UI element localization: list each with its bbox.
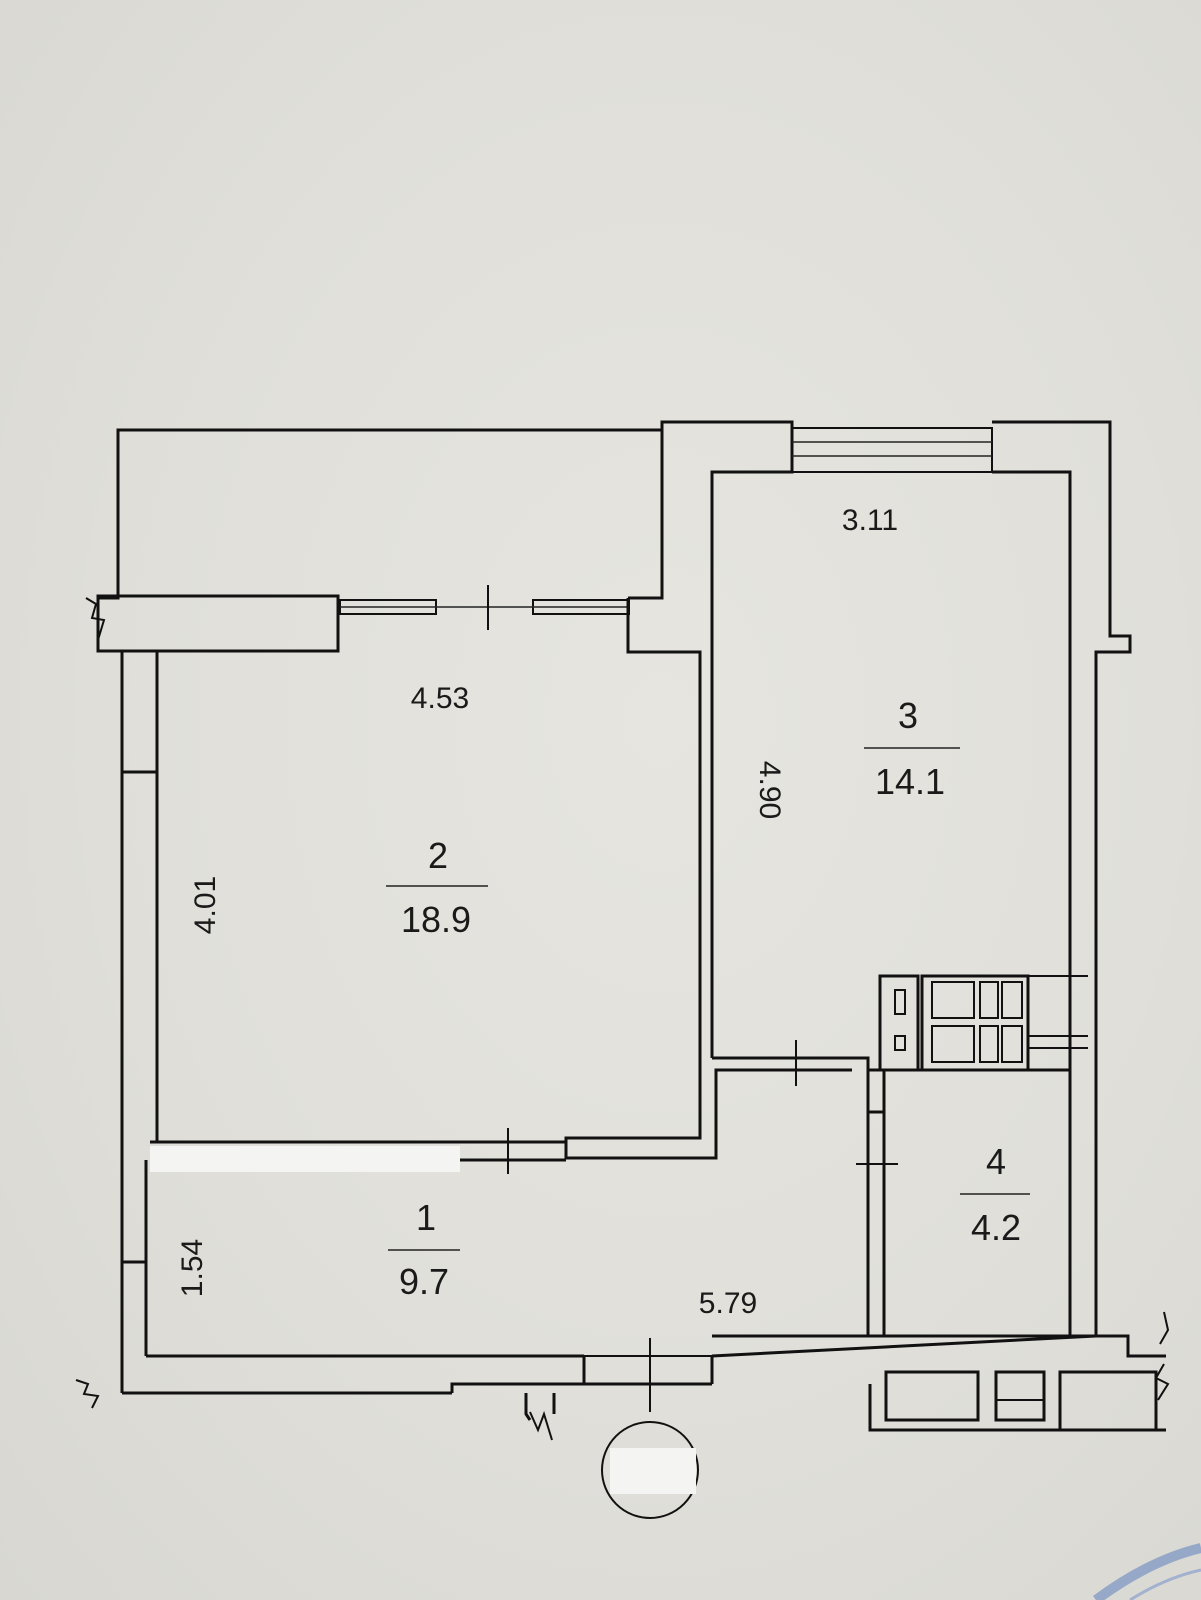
room-label-2: 2 18.9 (386, 835, 488, 940)
kitchen-depth-label: 4.90 (753, 761, 786, 819)
redaction-bar (610, 1448, 696, 1494)
balcony (98, 428, 664, 600)
axis-marker (601, 1421, 699, 1519)
room-area: 4.2 (971, 1207, 1021, 1248)
room-label-1: 1 9.7 (388, 1197, 460, 1302)
bathroom-walls (852, 1056, 1070, 1336)
wall-segment (96, 594, 340, 653)
room-number: 2 (428, 835, 448, 876)
room-label-4: 4 4.2 (960, 1141, 1030, 1248)
living-depth-label: 4.01 (189, 876, 222, 934)
shaft (994, 1370, 1046, 1422)
kitchen-width-label: 3.11 (842, 504, 898, 537)
hall-walls (75, 1160, 1170, 1519)
kitchen-window (791, 427, 993, 473)
room-number: 1 (416, 1197, 436, 1238)
shaft (884, 1370, 980, 1422)
stamp-fragment (1093, 1543, 1201, 1600)
room-label-3: 3 14.1 (864, 695, 960, 802)
room-area: 14.1 (875, 761, 945, 802)
kitchen-walls (660, 420, 1132, 1336)
room-number: 3 (898, 695, 918, 736)
room-number: 4 (986, 1141, 1006, 1182)
room-area: 18.9 (401, 899, 471, 940)
hall-depth-label: 1.54 (176, 1239, 209, 1297)
redaction-bar (150, 1146, 460, 1172)
hall-width-label: 5.79 (699, 1287, 757, 1320)
room-area: 9.7 (399, 1261, 449, 1302)
living-width-label: 4.53 (411, 682, 469, 715)
